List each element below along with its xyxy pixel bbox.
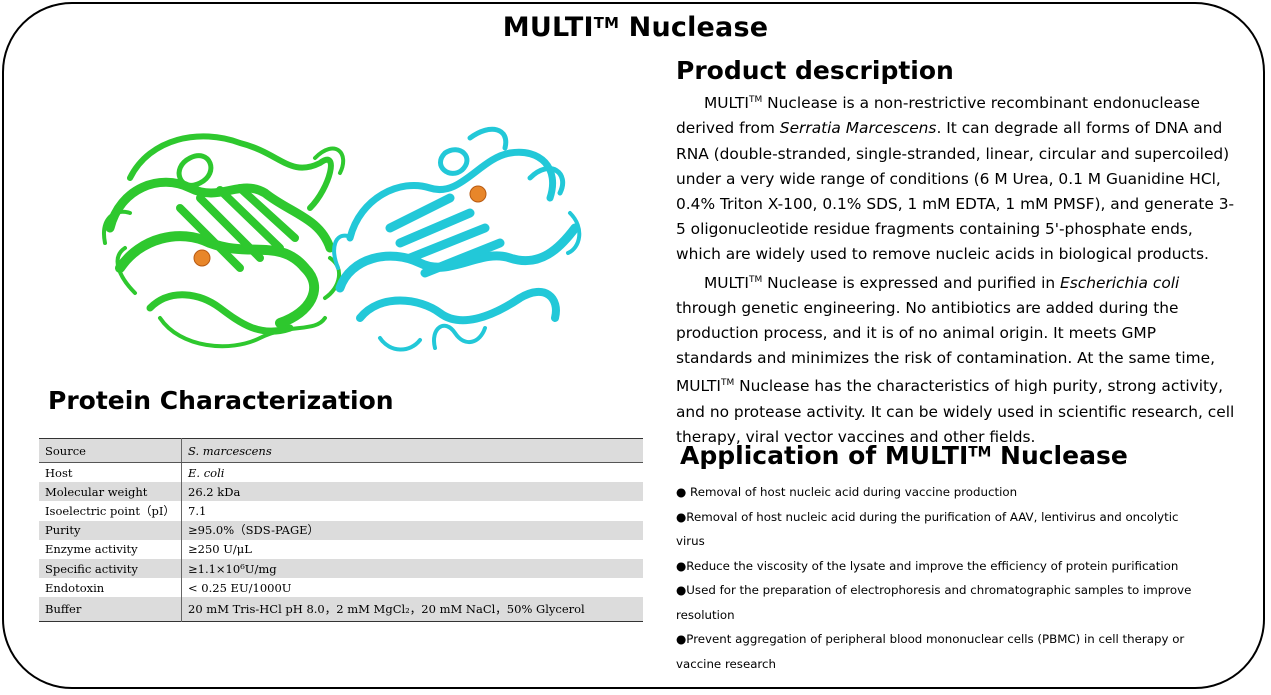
table-row: Endotoxin < 0.25 EU/1000U (39, 578, 643, 598)
table-row: Specific activity ≥1.1×10⁶U/mg (39, 558, 643, 579)
product-description-heading: Product description (676, 56, 954, 85)
row-key: Host (45, 465, 73, 480)
row-value: 26.2 kDa (181, 482, 643, 502)
table-row: Enzyme activity ≥250 U/μL (39, 539, 643, 559)
row-key: Endotoxin (45, 580, 105, 595)
protein-structure-icon (90, 118, 590, 358)
list-item: ●Used for the preparation of electrophor… (676, 583, 1192, 622)
table-row: Purity ≥95.0%（SDS-PAGE） (39, 520, 643, 540)
row-value: ≥1.1×10⁶U/mg (181, 558, 643, 579)
row-key: Enzyme activity (45, 542, 138, 557)
list-item: ●Prevent aggregation of peripheral blood… (676, 632, 1185, 671)
row-value: S. marcescens (181, 438, 643, 463)
row-key: Isoelectric point（pI） (45, 503, 175, 518)
description-paragraph: MULTITM Nuclease is a non-restrictive re… (676, 94, 1235, 264)
row-key: Buffer (39, 597, 182, 622)
chain-a-ribbon (102, 133, 346, 349)
row-value: ≥95.0%（SDS-PAGE） (181, 520, 643, 540)
description-paragraph: MULTITM Nuclease is expressed and purifi… (676, 273, 1235, 447)
chain-b-ribbon (332, 126, 582, 352)
table-row: Isoelectric point（pI） 7.1 (39, 501, 643, 521)
page-title: MULTITM Nuclease (502, 12, 769, 43)
characterization-table: Source S. marcescens Host E. coli Molecu… (39, 438, 643, 623)
table-row: Source S. marcescens (39, 438, 643, 463)
metal-ion-b (469, 185, 487, 203)
row-value: ≥250 U/μL (181, 539, 643, 559)
row-key: Purity (39, 520, 182, 540)
row-value: < 0.25 EU/1000U (181, 578, 643, 598)
table-row: Molecular weight 26.2 kDa (39, 482, 643, 502)
protein-characterization-heading: Protein Characterization (48, 386, 394, 415)
list-item: ●Removal of host nucleic acid during the… (676, 509, 1179, 549)
row-key: Specific activity (39, 558, 182, 579)
application-list: ● Removal of host nucleic acid during va… (676, 480, 1196, 676)
table-row: Host E. coli (39, 462, 643, 483)
row-value: E. coli (181, 462, 643, 483)
product-description-body: MULTITM Nuclease is a non-restrictive re… (676, 88, 1236, 450)
row-value: 7.1 (181, 501, 643, 521)
list-item: ●Reduce the viscosity of the lysate and … (676, 558, 1179, 573)
metal-ion-a (193, 249, 211, 267)
row-key: Source (39, 438, 182, 463)
row-key: Molecular weight (39, 482, 182, 502)
application-heading: Application of MULTITM Nuclease (680, 441, 1128, 470)
row-value: 20 mM Tris-HCl pH 8.0，2 mM MgCl₂，20 mM N… (181, 597, 643, 622)
list-item: ● Removal of host nucleic acid during va… (676, 485, 1018, 499)
table-row: Buffer 20 mM Tris-HCl pH 8.0，2 mM MgCl₂，… (39, 597, 643, 622)
